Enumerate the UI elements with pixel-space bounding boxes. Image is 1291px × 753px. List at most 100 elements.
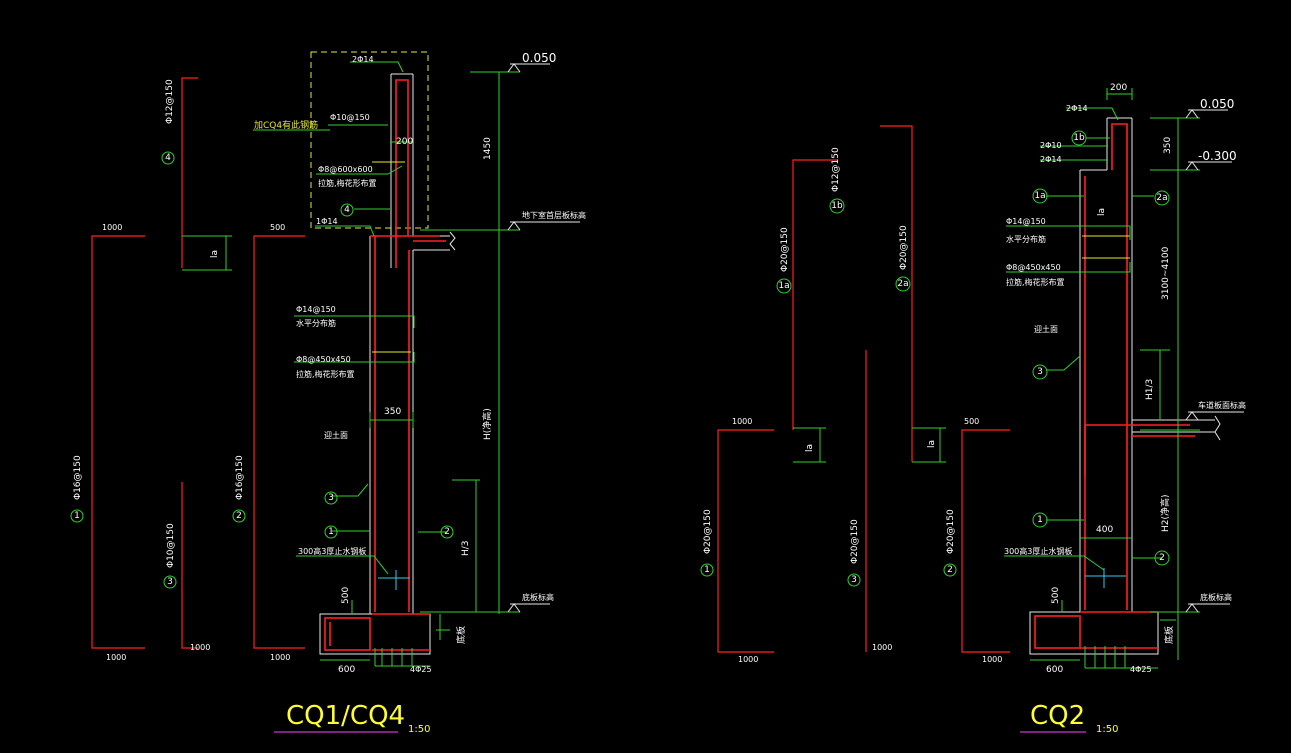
mark-1a-b — [1032, 188, 1048, 204]
mark-2a-a — [895, 276, 911, 292]
mark-4-b-label: 4 — [344, 205, 350, 215]
dim-coping-200-r: 200 — [1110, 83, 1127, 93]
note-horiz-desc: 水平分布筋 — [296, 318, 336, 328]
len-r-500: 500 — [964, 417, 979, 426]
rebar-3-shape — [181, 482, 198, 649]
bar2-spec: Φ16@150 — [235, 455, 245, 500]
mark-1-b-label: 1 — [328, 527, 334, 537]
drawing-cq1-cq4: la Φ12@150 4 Φ16@150 1 Φ10@150 3 Φ16@150… — [70, 51, 586, 735]
leaders-left — [253, 61, 447, 667]
coping-outline — [310, 51, 429, 229]
bar3-spec-r: Φ20@150 — [850, 519, 860, 564]
note-soil: 迎土面 — [324, 430, 348, 440]
level-basement: 地下室首层板标高 — [522, 210, 586, 220]
mark-1a-a — [776, 278, 792, 294]
note-r-slab: 底板 — [1163, 626, 1175, 644]
level-r-road: 车道板面标高 — [1198, 400, 1246, 410]
title-cq1-cq4: CQ1/CQ4 — [286, 701, 405, 731]
note-top-bar: 2Φ14 — [352, 55, 374, 64]
len-r-1000-c: 1000 — [872, 643, 892, 652]
la-label-r3: la — [1097, 208, 1107, 216]
rebar-1-shape-r — [717, 429, 774, 653]
la-label-r1: la — [805, 444, 815, 452]
len-1000-bottom-2: 1000 — [270, 653, 290, 662]
mark-1-r-a — [700, 563, 714, 577]
note-waterstop: 300高3厚止水钢板 — [298, 546, 366, 556]
mark-2-r-b — [1154, 550, 1170, 566]
bar1b-spec: Φ12@150 — [831, 147, 841, 192]
scale-right: 1:50 — [1096, 724, 1118, 735]
note-tie-bar: Φ10@150 — [330, 113, 370, 122]
mark-3-r-b — [1032, 364, 1048, 380]
mark-2-r-a — [943, 563, 957, 577]
mark-2a-b — [1154, 190, 1170, 206]
note-r-tie: Φ8@450x450 — [1006, 263, 1061, 272]
note-spacer-desc: 拉筋,梅花形布置 — [318, 178, 377, 188]
level-r-second: -0.300 — [1198, 149, 1237, 163]
levels-left: 0.050 地下室首层板标高 底板标高 — [507, 51, 586, 613]
vertical-dims-right: 350 3100~4100 H1/3 H2(净高) — [1140, 117, 1200, 660]
note-bar-1: 1Φ14 — [316, 217, 338, 226]
rebar-4-shape — [181, 77, 198, 268]
mark-1b-a — [829, 198, 845, 214]
note-r-base-bar: 4Φ25 — [1130, 665, 1152, 674]
note-r-waterstop: 300高3厚止水钢板 — [1004, 546, 1072, 556]
len-1000-top: 1000 — [102, 223, 122, 232]
note-r-soil: 迎土面 — [1034, 324, 1058, 334]
len-500: 500 — [270, 223, 285, 232]
rebar-1-shape — [91, 235, 145, 649]
bar1a-spec: Φ20@150 — [780, 227, 790, 272]
bar2-spec-r: Φ20@150 — [946, 509, 956, 554]
mark-3-a-label: 3 — [167, 577, 173, 587]
dim-r-base-600: 600 — [1046, 665, 1063, 675]
dim-h3: H/3 — [461, 540, 471, 556]
bar4-spec: Φ12@150 — [165, 79, 175, 124]
mark-1b-b-label: 1b — [1073, 133, 1085, 143]
la-dim-left: la — [182, 235, 232, 271]
note-r-bar10: 2Φ10 — [1040, 141, 1062, 150]
dim-h-net: H(净高) — [481, 408, 493, 440]
mark-1-r-b-label: 1 — [1037, 515, 1043, 525]
level-r-top: 0.050 — [1200, 97, 1234, 111]
note-r-tie-desc: 拉筋,梅花形布置 — [1006, 277, 1065, 287]
mark-2-r-a-label: 2 — [947, 565, 953, 575]
dim-h1-third: H1/3 — [1145, 379, 1155, 400]
mark-1a-b-label: 1a — [1034, 191, 1045, 201]
note-tie2-desc: 拉筋,梅花形布置 — [296, 369, 355, 379]
level-bottom: 底板标高 — [522, 592, 554, 602]
len-r-1000-a: 1000 — [732, 417, 752, 426]
leaders-right — [1004, 88, 1176, 669]
len-r-1000-d: 1000 — [982, 655, 1002, 664]
mark-3-a — [163, 575, 177, 589]
mark-3-r-a-label: 3 — [851, 575, 857, 585]
dim-wall-400: 400 — [1096, 525, 1113, 535]
dim-h2: H2(净高) — [1159, 494, 1171, 532]
dim-1450: 1450 — [483, 137, 493, 160]
len-r-1000-b: 1000 — [738, 655, 758, 664]
dim-base-600: 600 — [338, 665, 355, 675]
rebar-shapes-left — [91, 77, 305, 649]
dim-mid-r: 3100~4100 — [1161, 246, 1171, 300]
bar2a-spec: Φ20@150 — [899, 225, 909, 270]
mark-1b-b — [1071, 130, 1087, 146]
mark-3-b — [324, 491, 338, 505]
note-tie2: Φ8@450x450 — [296, 355, 351, 364]
mark-2a-b-label: 2a — [1156, 193, 1167, 203]
dim-r-base-500: 500 — [1051, 587, 1061, 604]
la-dims-right: la la — [793, 427, 946, 463]
bar3-spec: Φ10@150 — [166, 523, 176, 568]
scale-left: 1:50 — [408, 724, 430, 735]
mark-4-b — [340, 203, 354, 217]
rebar-2a-shape — [880, 125, 913, 462]
mark-2a-a-label: 2a — [897, 279, 908, 289]
mark-4-a-label: 4 — [165, 153, 171, 163]
rebar-2-shape — [253, 235, 305, 649]
mark-2-a-label: 2 — [236, 511, 242, 521]
wall-section-right — [1029, 117, 1221, 655]
mark-1-r-b — [1032, 512, 1048, 528]
mark-2-b — [440, 525, 454, 539]
note-cq4: 加CQ4有此钢筋 — [254, 119, 318, 131]
rebar-2-shape-r — [961, 429, 1010, 653]
note-base-bar: 4Φ25 — [410, 665, 432, 674]
